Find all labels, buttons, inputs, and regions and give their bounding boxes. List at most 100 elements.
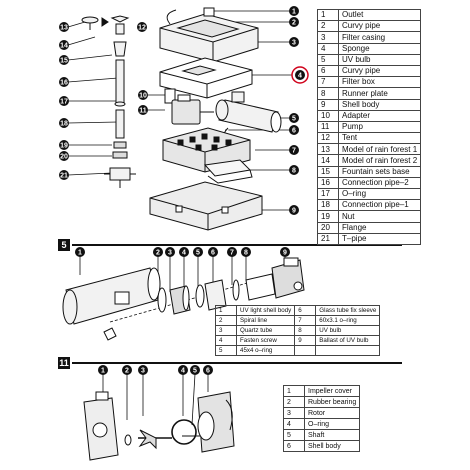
uv-light-exploded-illustration — [62, 257, 305, 341]
svg-text:6: 6 — [292, 128, 296, 135]
pump-section-divider — [72, 362, 402, 364]
callout-17: 17 — [59, 96, 69, 106]
uv-callout-7: 7 — [227, 247, 237, 257]
svg-text:8: 8 — [244, 250, 248, 257]
callouts-pump: 1 2 3 4 5 6 — [98, 365, 213, 375]
callout-5: 5 — [289, 113, 299, 123]
svg-text:1: 1 — [78, 250, 82, 257]
svg-text:20: 20 — [60, 154, 68, 161]
uv-callout-3: 3 — [165, 247, 175, 257]
callout-12: 12 — [137, 22, 147, 32]
shell-body-illustration — [149, 181, 263, 231]
svg-text:1: 1 — [101, 368, 105, 375]
svg-text:2: 2 — [156, 250, 160, 257]
uv-callout-5: 5 — [193, 247, 203, 257]
callout-3: 3 — [289, 37, 299, 47]
uv-callout-6: 6 — [208, 247, 218, 257]
svg-text:12: 12 — [138, 25, 146, 32]
svg-text:10: 10 — [139, 93, 147, 100]
svg-text:5: 5 — [196, 250, 200, 257]
svg-text:4: 4 — [181, 368, 185, 375]
pump-section-badge: 11 — [58, 357, 70, 369]
svg-text:7: 7 — [292, 148, 296, 155]
callout-6: 6 — [289, 125, 299, 135]
fountain-column-illustration — [81, 15, 136, 188]
callout-2: 2 — [289, 17, 299, 27]
svg-text:21: 21 — [60, 173, 68, 180]
svg-text:5: 5 — [193, 368, 197, 375]
uv-callout-1: 1 — [75, 247, 85, 257]
svg-text:4: 4 — [298, 73, 302, 80]
pump-callout-5: 5 — [190, 365, 200, 375]
callouts-uv: 1 2 3 4 5 6 7 8 9 — [75, 247, 290, 257]
filter-box-illustration — [162, 127, 251, 173]
callout-4-highlight: 4 — [291, 66, 309, 84]
pump-callout-6: 6 — [203, 365, 213, 375]
uv-callout-8: 8 — [241, 247, 251, 257]
svg-text:19: 19 — [60, 143, 68, 150]
callout-21: 21 — [59, 170, 69, 180]
uv-callout-9: 9 — [280, 247, 290, 257]
svg-text:9: 9 — [292, 208, 296, 215]
pump-callout-4: 4 — [178, 365, 188, 375]
uv-callout-2: 2 — [153, 247, 163, 257]
svg-text:9: 9 — [283, 250, 287, 257]
svg-text:1: 1 — [292, 9, 296, 16]
svg-text:3: 3 — [168, 250, 172, 257]
callout-14: 14 — [59, 40, 69, 50]
svg-text:13: 13 — [60, 25, 68, 32]
uv-unit-illustration — [215, 91, 282, 141]
uv-callout-4: 4 — [179, 247, 189, 257]
callout-20: 20 — [59, 151, 69, 161]
pump-illustration — [164, 88, 214, 125]
pump-callout-3: 3 — [138, 365, 148, 375]
svg-text:6: 6 — [206, 368, 210, 375]
filter-casing-illustration — [159, 7, 259, 63]
svg-text:5: 5 — [292, 116, 296, 123]
callout-15: 15 — [59, 55, 69, 65]
svg-text:3: 3 — [292, 40, 296, 47]
sponge-illustration — [159, 57, 253, 99]
callout-7: 7 — [289, 145, 299, 155]
leader-lines-pump — [102, 373, 209, 426]
callout-19: 19 — [59, 140, 69, 150]
svg-text:7: 7 — [230, 250, 234, 257]
svg-text:2: 2 — [125, 368, 129, 375]
svg-text:4: 4 — [182, 250, 186, 257]
svg-text:17: 17 — [60, 99, 68, 106]
svg-text:15: 15 — [60, 58, 68, 65]
callout-16: 16 — [59, 77, 69, 87]
callout-1: 1 — [289, 6, 299, 16]
pump-exploded-illustration — [83, 391, 235, 461]
svg-text:3: 3 — [141, 368, 145, 375]
callout-13: 13 — [59, 22, 69, 32]
svg-text:18: 18 — [60, 121, 68, 128]
